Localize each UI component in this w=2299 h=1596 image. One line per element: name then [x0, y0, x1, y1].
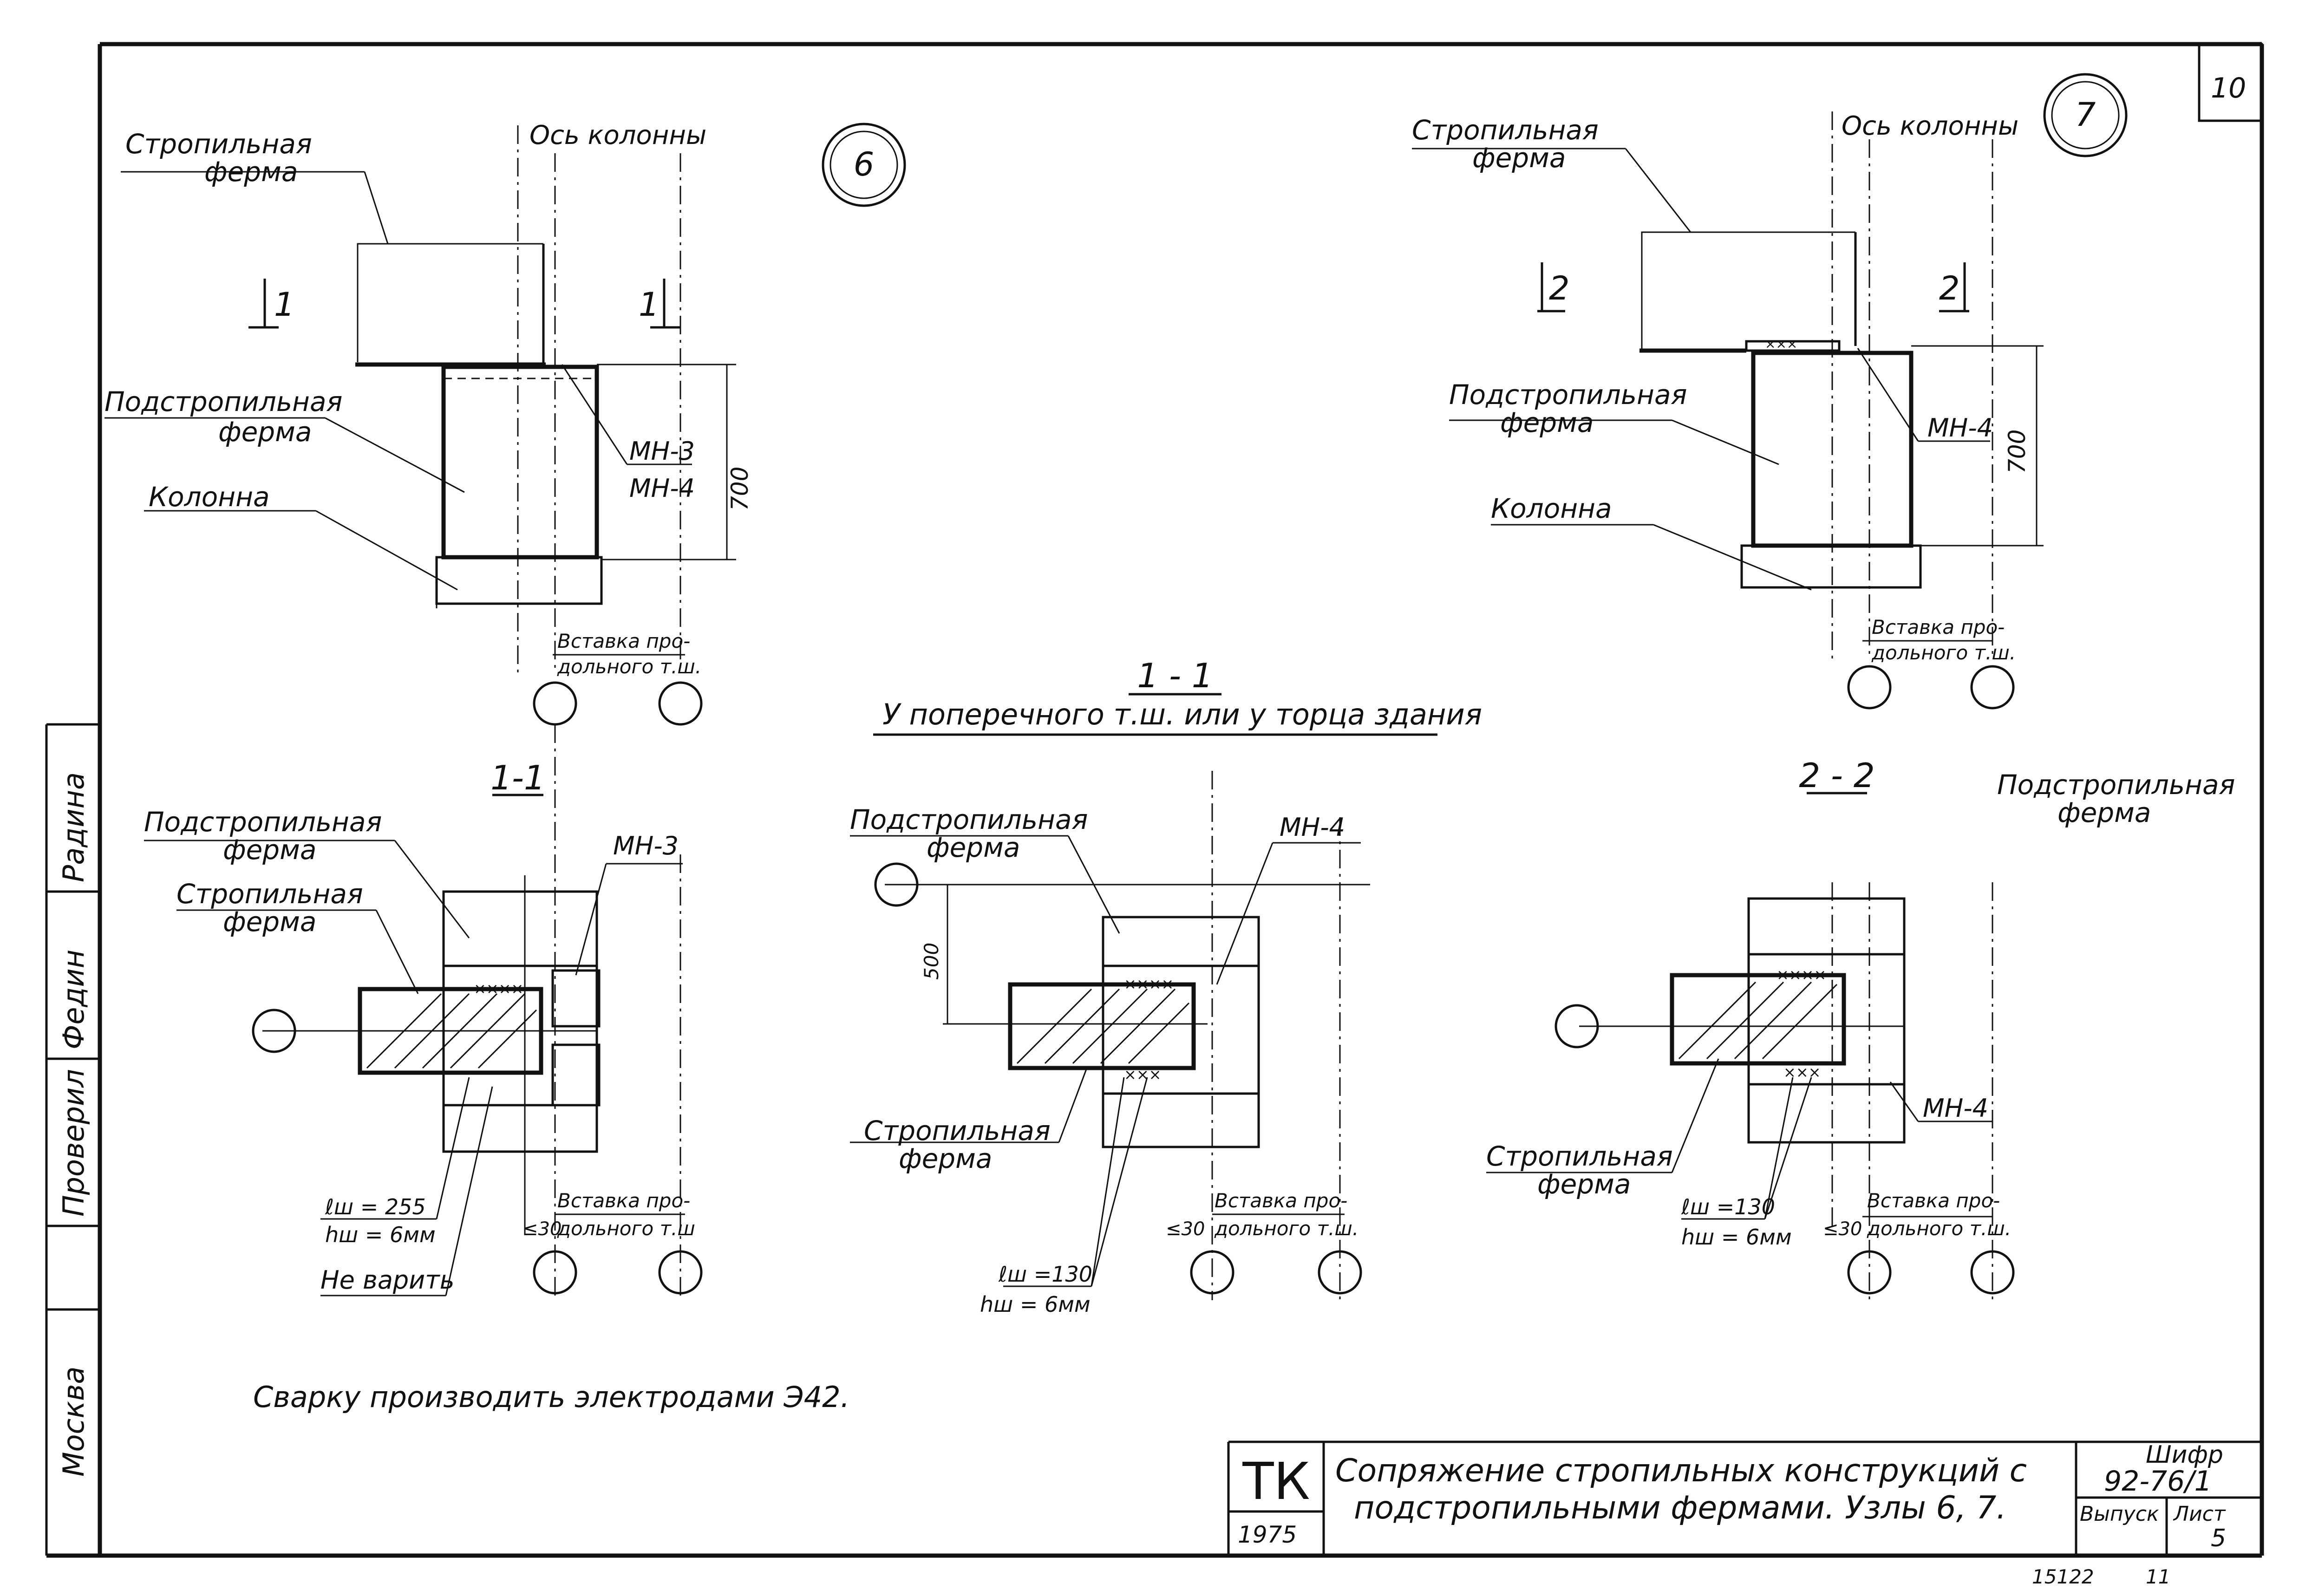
section-left-drawing: ××××: [144, 724, 703, 1300]
section-right-gap: ≤30: [1823, 1218, 1862, 1240]
center-section-title: 1 - 1: [1137, 656, 1213, 695]
section-left-weld-length: ℓш = 255: [325, 1194, 426, 1219]
section-left-insert-2: дольного т.ш: [557, 1217, 695, 1240]
node-7-subtruss-label-2: ферма: [1500, 407, 1594, 438]
stamp-author: Радина: [57, 772, 91, 882]
section-right-drawing: ×××× ×××: [1486, 882, 2015, 1300]
title-line-1: Сопряжение стропильных конструкций с: [1335, 1453, 2027, 1489]
section-center-weld-height: hш = 6мм: [980, 1292, 1091, 1317]
section-center-insert-2: дольного т.ш.: [1214, 1217, 1358, 1240]
node-6-cut-right: 1: [639, 286, 660, 324]
section-center-plate: МН-4: [1280, 813, 1345, 842]
section-right-weld-height: hш = 6мм: [1681, 1225, 1792, 1250]
section-right-rafter-2: ферма: [1537, 1168, 1631, 1200]
side-stamp: Москва Проверил Федин Радина: [45, 723, 100, 1556]
sheet-value: 5: [2211, 1524, 2226, 1552]
stamp-city: Москва: [57, 1367, 91, 1477]
section-left-gap: ≤30: [522, 1218, 562, 1240]
node-6-insert-1: Вставка про-: [557, 630, 690, 652]
node-6-plate-2: МН-4: [629, 474, 695, 503]
section-left-weld-height: hш = 6мм: [325, 1222, 436, 1247]
node-6-drawing: 6 700 1 1: [104, 123, 906, 726]
issue-label: Выпуск: [2080, 1502, 2159, 1526]
node-7-marker: 7: [2075, 96, 2096, 134]
section-center-subtruss-1: Подстропильная: [850, 804, 1088, 835]
org-code: ТК: [1242, 1452, 1310, 1511]
section-center-rafter-1: Стропильная: [864, 1115, 1051, 1147]
node-7-axis-label: Ось колонны: [1842, 111, 2018, 141]
node-6-subtruss-label-2: ферма: [218, 416, 312, 448]
node-7-weld-marks: ×××: [1765, 336, 1797, 352]
section-right-title: 2 - 2: [1799, 756, 1874, 795]
section-right-insert-1: Вставка про-: [1867, 1189, 2000, 1212]
section-left-insert-1: Вставка про-: [557, 1189, 690, 1212]
title-year: 1975: [1238, 1521, 1297, 1548]
welding-note: Сварку производить электродами Э42.: [253, 1380, 849, 1414]
stamp-role: Проверил: [57, 1069, 91, 1217]
sheet-corner-number: 10: [2211, 72, 2246, 104]
section-right-rafter-1: Стропильная: [1486, 1140, 1673, 1172]
node-6-rafter-label-1: Стропильная: [125, 128, 312, 160]
node-6-dimension: 700: [726, 467, 753, 511]
node-7-insert-2: дольного т.ш.: [1871, 641, 2016, 664]
section-center-weld-marks-bottom: ×××: [1124, 1066, 1161, 1083]
node-6-axis-label: Ось колонны: [529, 120, 706, 150]
section-left-title: 1-1: [490, 758, 545, 797]
node-7-subtruss-label-1: Подстропильная: [1449, 379, 1687, 410]
section-center-dimension: 500: [920, 943, 943, 980]
section-left-rafter-2: ферма: [223, 906, 316, 938]
section-right-plate: МН-4: [1923, 1094, 1988, 1123]
title-block: [1227, 1440, 2262, 1556]
node-7-insert-1: Вставка про-: [1872, 616, 2005, 638]
section-center-drawing: ×××× ××× 500: [850, 771, 1370, 1300]
code-value: 92-76/1: [2104, 1465, 2212, 1498]
center-caption: У поперечного т.ш. или у торца здания: [882, 697, 1482, 731]
section-right-insert-2: дольного т.ш.: [1867, 1217, 2011, 1240]
section-center-weld-length: ℓш =130: [998, 1262, 1092, 1287]
section-right-weld-marks-top: ××××: [1776, 966, 1826, 984]
node-7-drawing: 7 ××× 700 2 2: [1412, 73, 2128, 710]
section-left-subtruss-2: ферма: [223, 834, 316, 866]
section-center-rafter-2: ферма: [899, 1143, 992, 1174]
node-6-marker: 6: [854, 145, 875, 183]
node-6-insert-2: дольного т.ш.: [557, 655, 701, 678]
node-6-column-label: Колонна: [149, 481, 270, 513]
stamp-checker: Федин: [57, 950, 91, 1049]
sheet-label: Лист: [2173, 1502, 2226, 1526]
sheet-frame: [46, 42, 2264, 1558]
node-6-rafter-label-2: ферма: [204, 156, 298, 188]
section-left-subtruss-1: Подстропильная: [144, 806, 382, 838]
section-right-weld-length: ℓш =130: [1681, 1194, 1775, 1219]
section-right-subtruss-2: ферма: [2057, 797, 2151, 828]
node-7-cut-right: 2: [1939, 269, 1960, 307]
node-7-plate: МН-4: [1927, 413, 1993, 443]
section-left-rafter-1: Стропильная: [176, 878, 363, 910]
footer-number-2: 11: [2146, 1565, 2170, 1588]
node-7-rafter-label-1: Стропильная: [1412, 114, 1599, 146]
section-left-weld-marks: ××××: [474, 980, 523, 997]
code-label: Шифр: [2146, 1441, 2223, 1469]
node-6-subtruss-label-1: Подстропильная: [104, 386, 342, 417]
node-7-dimension: 700: [2004, 430, 2031, 474]
section-center-insert-1: Вставка про-: [1215, 1189, 1347, 1212]
node-7-cut-left: 2: [1549, 269, 1570, 307]
node-6-plate-1: МН-3: [629, 436, 695, 466]
section-right-subtruss-1: Подстропильная: [1997, 769, 2235, 801]
footer-number-1: 15122: [2032, 1565, 2094, 1588]
section-left-plate: МН-3: [613, 831, 679, 860]
section-left-no-weld: Не варить: [320, 1265, 455, 1295]
node-6-cut-left: 1: [274, 286, 295, 324]
node-7-rafter-label-2: ферма: [1472, 142, 1566, 174]
section-center-subtruss-2: ферма: [927, 832, 1020, 863]
section-right-weld-marks-bottom: ×××: [1783, 1063, 1821, 1081]
section-center-gap: ≤30: [1166, 1218, 1205, 1240]
section-center-weld-marks-top: ××××: [1124, 975, 1174, 993]
node-7-column-label: Колонна: [1491, 493, 1612, 524]
title-line-2: подстропильными фермами. Узлы 6, 7.: [1354, 1490, 2006, 1526]
